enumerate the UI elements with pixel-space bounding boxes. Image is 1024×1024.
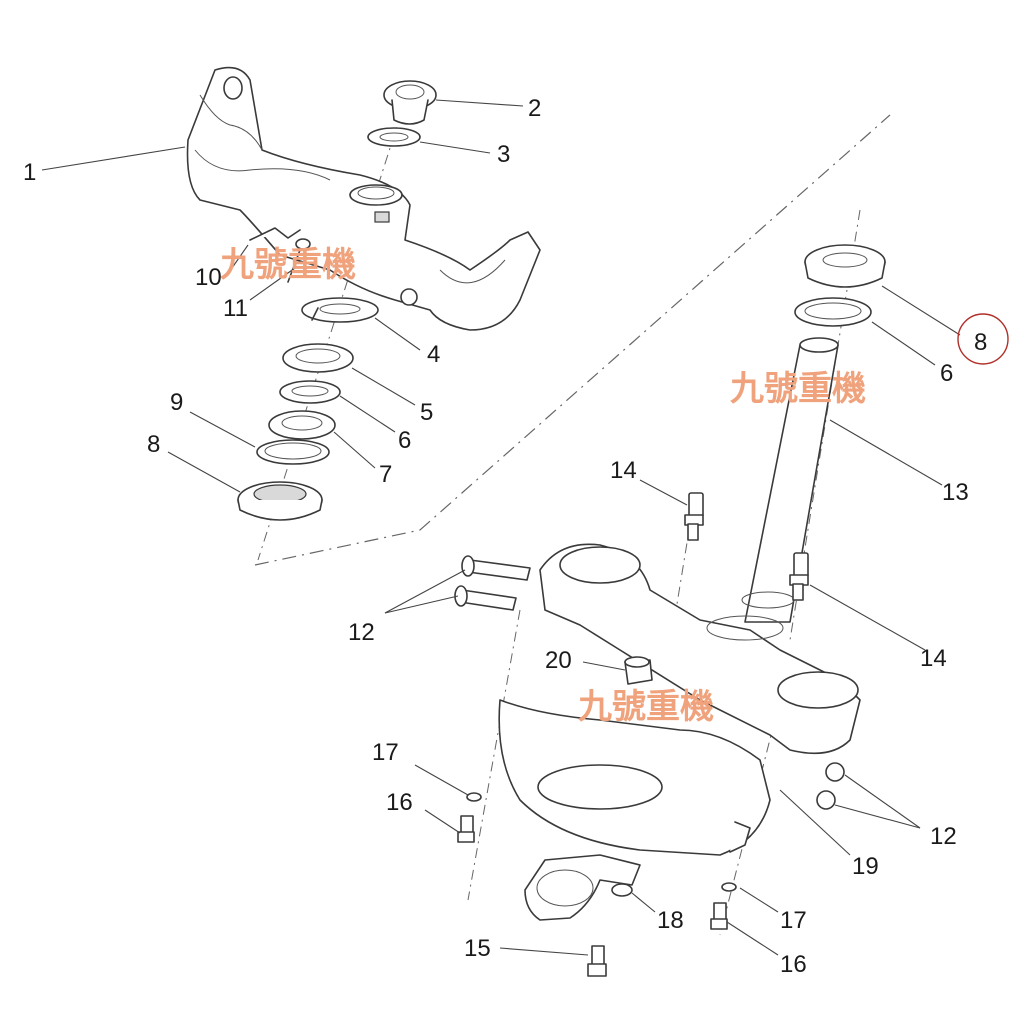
- callout-20: 20: [545, 647, 572, 674]
- part-seal-9: [256, 439, 330, 465]
- part-clip-10: [249, 227, 301, 241]
- callout-2: 2: [528, 95, 541, 122]
- part-bolt-15: [587, 945, 607, 977]
- callout-7: 7: [379, 461, 392, 488]
- callout-5: 5: [420, 399, 433, 426]
- callout-14-top: 14: [610, 457, 637, 484]
- part-bolt-11: [287, 238, 311, 283]
- axis-left-stack: [257, 91, 409, 561]
- part-bolt-16-right: [710, 902, 728, 930]
- part-bolts-12-left: [454, 555, 531, 611]
- watermark-2: 九號重機: [730, 369, 866, 409]
- axis-bolt-right: [719, 699, 781, 936]
- part-washer-6-left: [279, 380, 341, 404]
- axis-bolt-14: [675, 499, 695, 611]
- part-washer-17-left: [466, 792, 482, 802]
- callout-11: 11: [223, 295, 248, 322]
- part-stud-14-top: [684, 492, 704, 541]
- callout-16-right: 16: [780, 951, 807, 978]
- callout-18: 18: [657, 907, 684, 934]
- part-ring-nut-5: [282, 343, 354, 373]
- part-horn-assembly: [524, 854, 641, 921]
- watermark-1: 九號重機: [220, 245, 356, 285]
- callout-17-right: 17: [780, 907, 807, 934]
- callout-8-right: 8: [974, 329, 987, 356]
- part-washer-17-right: [721, 882, 737, 892]
- callout-17-left: 17: [372, 739, 399, 766]
- callout-6-left: 6: [398, 427, 411, 454]
- watermark-3: 九號重機: [578, 687, 714, 727]
- callout-8-left: 8: [147, 431, 160, 458]
- highlight-circle: [957, 313, 1009, 365]
- part-grommet-18: [611, 883, 633, 897]
- callout-16-left: 16: [386, 789, 413, 816]
- part-cap-nut: [383, 80, 437, 125]
- part-lock-washer-4: [301, 297, 379, 323]
- part-washer-3: [367, 127, 421, 147]
- part-bearing-8-right: [804, 244, 886, 288]
- part-upper-triple-clamp: [186, 66, 541, 331]
- callout-3: 3: [497, 141, 510, 168]
- part-bearing-7: [268, 410, 336, 440]
- axis-bolt-left: [467, 609, 521, 901]
- callout-10: 10: [195, 264, 222, 291]
- part-bolts-12-right: [816, 762, 845, 810]
- callout-19: 19: [852, 853, 879, 880]
- part-nut-20: [624, 656, 653, 685]
- callout-4: 4: [427, 341, 440, 368]
- part-lower-triple-clamp: [498, 543, 861, 856]
- callout-14-right: 14: [920, 645, 947, 672]
- callout-15: 15: [464, 935, 491, 962]
- part-stud-14-right: [789, 552, 809, 601]
- callout-12-left: 12: [348, 619, 375, 646]
- callout-6-right: 6: [940, 360, 953, 387]
- part-washer-6-right: [794, 297, 872, 327]
- callout-labels: 1 2 3 10 11 4 5 6 7 9 8 8 6 13 14 14 12 …: [23, 95, 987, 978]
- part-steering-stem-13: [741, 337, 839, 623]
- callout-1: 1: [23, 159, 36, 186]
- callout-9: 9: [170, 389, 183, 416]
- part-bolt-16-left: [457, 815, 475, 843]
- part-bearing-8-left: [237, 481, 323, 521]
- callout-13: 13: [942, 479, 969, 506]
- assembly-divider-line: [254, 114, 891, 566]
- leader-lines: [41, 99, 961, 956]
- callout-12-right: 12: [930, 823, 957, 850]
